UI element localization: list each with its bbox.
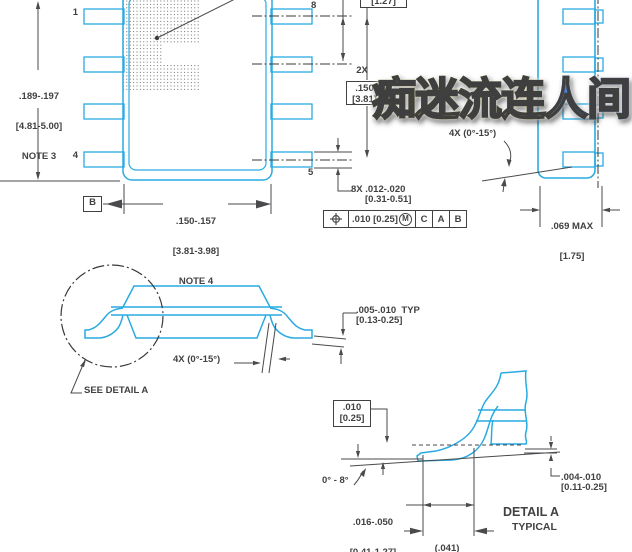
dim-line1: .016-.050 [352,517,394,528]
detail-a-dims [341,408,561,536]
datum-b-box: B [83,196,102,212]
side-view-dims [481,0,620,227]
mmc-modifier-icon: M [398,212,412,226]
see-detail-a-note: SEE DETAIL A [84,385,149,396]
detail-a-view [416,370,528,462]
span-dim-box: .150 [3.81] [346,81,383,105]
position-tolerance-cell [323,210,349,228]
lead-width-dim-line2: [0.31-0.51] [365,194,412,205]
datum-c-cell: C [416,210,433,228]
dim-line2: [4.81-5.00] [15,121,63,132]
dim-line1: .150-.157 [175,216,217,227]
gauge-plane-dim-box: .010 [0.25] [333,400,371,427]
dim-line2: [0.41-1.27] [342,548,404,552]
pin-8-label: 8 [311,0,317,11]
foot-length-dim: .016-.050 [0.41-1.27] [342,498,404,552]
datum-a-cell: A [433,210,450,228]
body-depth-dim: .069 MAX [1.75] [540,202,604,272]
left-lead-profile [84,307,124,339]
front-lead-angle-dim: 4X (0°-15°) [173,354,221,365]
dim-line1: .010 [342,402,362,413]
front-view [84,285,313,339]
side-lead-angle-dim: 4X (0°-15°) [449,128,497,139]
tolerance-cell: .010 [0.25]M [349,210,416,228]
foot-thickness-dim-line2: [0.13-0.25] [356,315,403,326]
side-body-outline [537,0,596,179]
datum-b-cell: B [450,210,467,228]
pin-4-label: 4 [72,150,78,161]
dim-line2: [3.81-3.98] [172,246,220,257]
dim-line2: [1.75] [559,251,585,262]
dim-line3: NOTE 3 [21,151,57,162]
side-view [537,0,604,179]
right-lead-profile [269,307,313,339]
package-body-outline [122,0,273,181]
standoff-dim-line1: .004-.010 [561,472,602,483]
dim-line2: [0.25] [339,412,365,424]
span-qty-label: 2X [356,65,368,76]
detail-a-subtitle: TYPICAL [512,521,557,533]
position-tolerance-icon [330,213,342,225]
feature-control-frame: .010 [0.25]M C A B [323,210,467,228]
detail-a-circle [60,264,164,368]
top-view [83,0,313,181]
ref-length-dim: (.041) [1.04] [426,524,468,552]
left-pins [83,8,125,168]
dim-line3: NOTE 4 [178,276,214,287]
front-view-dims [60,264,357,394]
detail-a-title: DETAIL A [503,505,560,519]
dim-line1: .189-.197 [18,91,60,102]
foot-angle-dim: 0° - 8° [322,475,349,486]
right-pins [270,8,313,168]
detail-a-arrowheads [355,436,554,535]
top-view-arrowheads [35,1,370,209]
body-width-dim: .150-.157 [3.81-3.98] NOTE 4 [150,197,242,297]
watermark-text: 痴迷流连人间 [371,63,632,127]
dim-line1: .150 [355,83,374,94]
pitch-dim-box-clipped: [1.27] [360,0,407,8]
dim-line1: .069 MAX [550,221,594,232]
foot-thickness-dim-line1: .005-.010 TYP [356,305,420,316]
side-view-arrowheads [501,159,610,213]
top-view-dims [0,0,368,214]
detail-lead-outline [416,372,502,462]
dim-line2: [3.81] [352,93,377,105]
lead-width-dim-line1: 8X .012-.020 [351,184,406,195]
dim-line1: (.041) [434,543,460,552]
pin-1-label: 1 [72,7,78,18]
body-height-dim: .189-.197 [4.81-5.00] NOTE 3 [0,72,78,172]
pin-5-label: 5 [308,167,314,178]
front-view-arrowheads [80,329,346,367]
tolerance-value: .010 [0.25] [352,213,398,225]
standoff-dim-line2: [0.11-0.25] [561,482,607,493]
detail-body-outline [490,370,528,445]
